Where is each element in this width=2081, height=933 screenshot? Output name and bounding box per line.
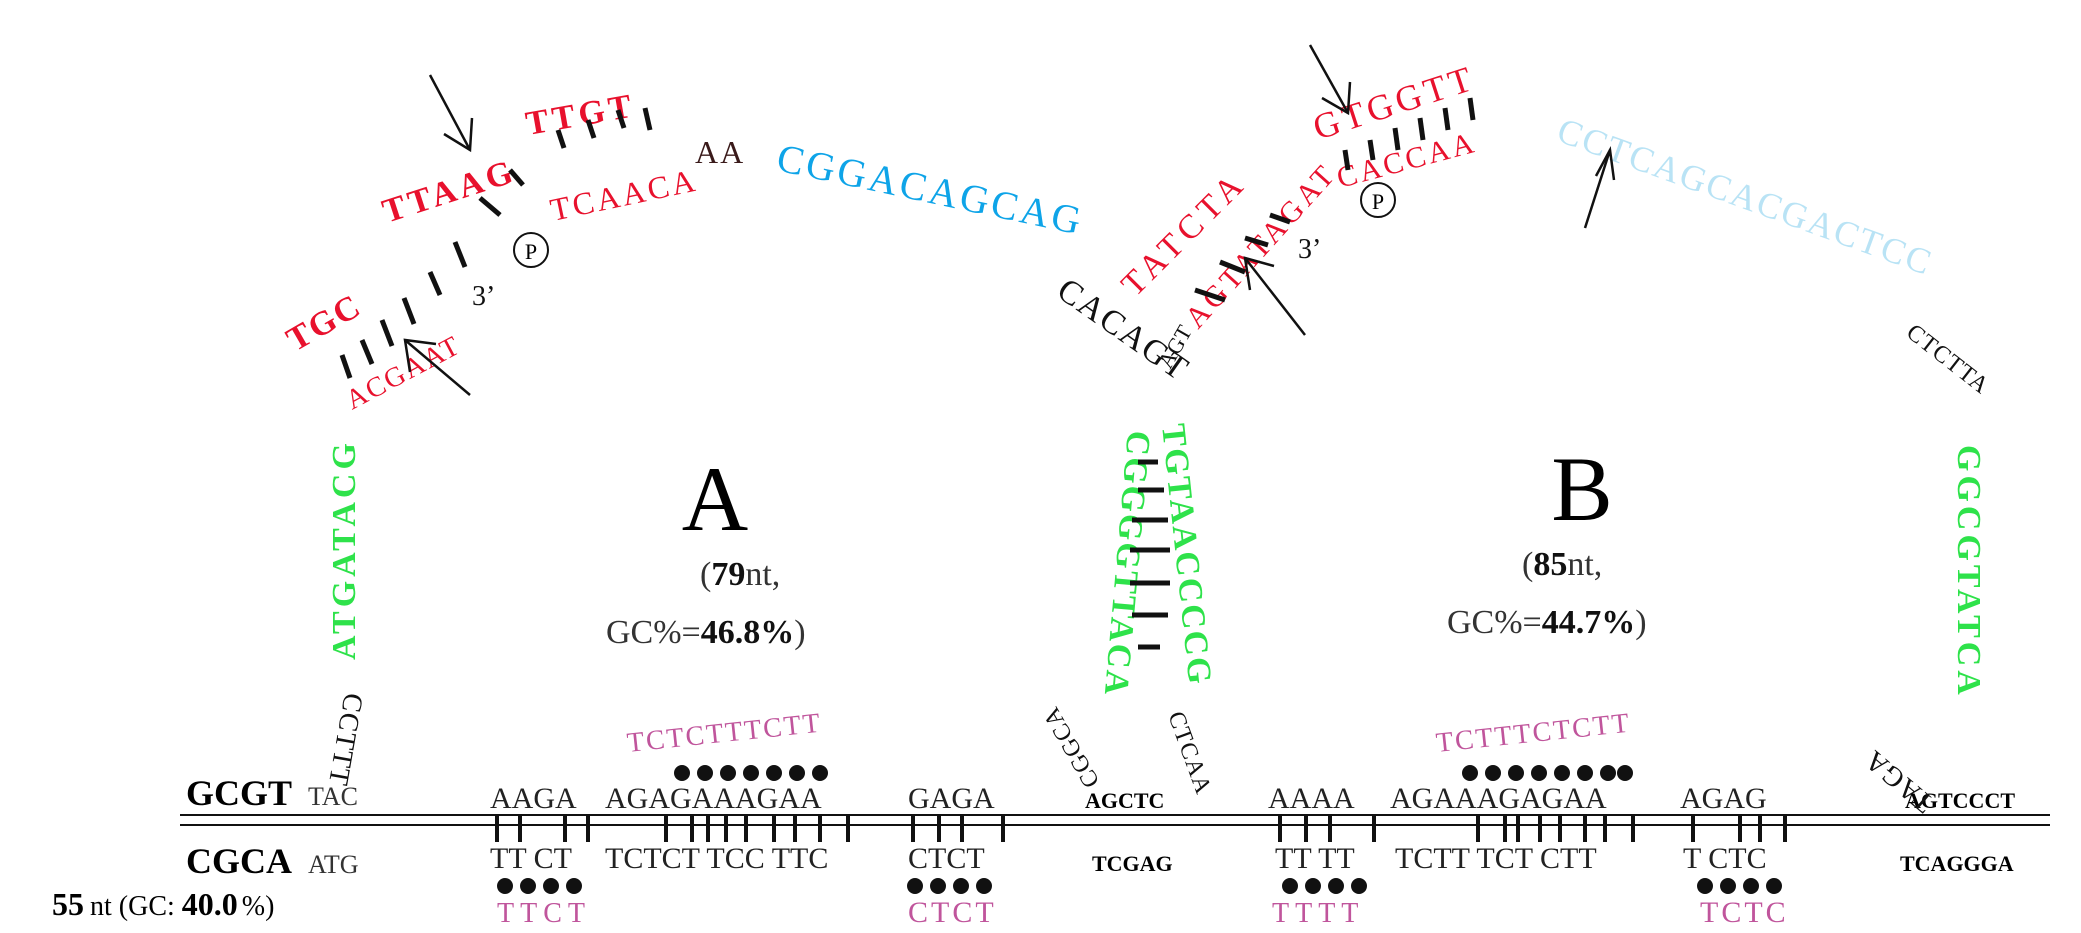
hoogsteen-dots bbox=[497, 765, 1782, 894]
loop-a: A (79nt, GC%=46.8%) ATGATACG CCTTT TGC T… bbox=[281, 74, 1196, 789]
stem-black-right: CTCAA bbox=[1162, 708, 1216, 798]
a-red-outer-seq-1: TGC bbox=[281, 287, 369, 359]
stem-black-left: CGGCA bbox=[1038, 702, 1105, 792]
b-phosphate-circle bbox=[1360, 182, 1396, 218]
b-triplex-left-label: TTTT bbox=[1272, 898, 1364, 929]
a-triplex-left-label: TTCT bbox=[497, 898, 591, 929]
a-black-left-seq: CCTTT bbox=[322, 691, 369, 789]
b-bottom-seq-3: T CTC bbox=[1683, 842, 1767, 875]
b-top-seq-2: AGAAAGAGAA bbox=[1390, 782, 1607, 815]
a-red-outer-seq-2: TTAAG bbox=[378, 153, 521, 231]
top-left-small-seq: TAC bbox=[308, 782, 358, 811]
a-green-left-seq: ATGATACG bbox=[326, 439, 363, 660]
b-hairpin-pairs bbox=[1194, 97, 1476, 303]
b-triplex-top-label: TCTTTCTCTT bbox=[1434, 708, 1632, 759]
b-black-bottom-seq: TAGA bbox=[1859, 744, 1940, 819]
middle-bottom-seq: TCGAG bbox=[1092, 851, 1173, 876]
a-bottom-seq-2: TCTCT TCC TTC bbox=[605, 842, 828, 875]
b-green-right-seq: GGCGTATCA bbox=[1950, 445, 1987, 699]
stem-green-left: CGGGGTTACA bbox=[1097, 429, 1157, 698]
loop-b-stats-line2: GC%=44.7%) bbox=[1447, 604, 1647, 641]
a-brown-aa: AA bbox=[695, 134, 745, 170]
loop-a-letter: A bbox=[682, 448, 748, 550]
loop-b-stats-line1: (85nt, bbox=[1522, 546, 1602, 583]
a-red-inner-seq-1: ACGAAT bbox=[341, 330, 466, 416]
bottom-left-bold-seq: CGCA bbox=[186, 841, 292, 881]
a-top-seq-3: GAGA bbox=[908, 782, 995, 815]
a-bottom-seq-1: TT CT bbox=[490, 842, 572, 875]
a-blue-top-seq: CGGACAGCAG bbox=[773, 135, 1088, 244]
right-bottom-seq: TCAGGGA bbox=[1900, 851, 2014, 876]
b-triplex-right-label: TCTC bbox=[1700, 896, 1789, 929]
b-top-seq-1: AAAA bbox=[1268, 782, 1355, 815]
a-phosphate-circle bbox=[513, 232, 549, 268]
b-light-blue-top-seq: CCTCAGCACGACTCC bbox=[1552, 110, 1938, 283]
b-arrows bbox=[1243, 44, 1616, 336]
loop-b-letter: B bbox=[1551, 438, 1612, 540]
loop-a-stats-line1: (79nt, bbox=[700, 556, 780, 593]
middle-top-seq: AGCTC bbox=[1085, 788, 1164, 813]
b-top-seq-3: AGAG bbox=[1680, 782, 1767, 815]
stem-green-right: TGTAACCCCG bbox=[1154, 422, 1218, 687]
loop-a-stats-line2: GC%=46.8%) bbox=[606, 614, 806, 651]
b-phosphate-label: P bbox=[1372, 189, 1384, 214]
a-top-seq-1: AAGA bbox=[490, 782, 577, 815]
a-red-inner-seq-2: TCAACA bbox=[547, 162, 701, 228]
a-hairpin-pairs bbox=[339, 107, 653, 379]
a-phosphate-label: P bbox=[525, 239, 537, 264]
a-three-prime: 3’ bbox=[472, 281, 495, 312]
a-triplex-top-label: TCTCTTTCTT bbox=[625, 708, 823, 759]
top-left-bold-seq: GCGT bbox=[186, 773, 292, 813]
stem-pairs bbox=[1130, 459, 1170, 650]
b-three-prime: 3’ bbox=[1298, 234, 1321, 265]
duplex-pair-ticks bbox=[495, 815, 1787, 842]
bottom-left-small-seq: ATG bbox=[308, 850, 359, 879]
center-stem: CGGGGTTACA TGTAACCCCG CGGCA CTCAA bbox=[1038, 422, 1218, 798]
b-black-right-seq: CTCTTA bbox=[1901, 319, 1994, 399]
b-bottom-seq-2: TCTT TCT CTT bbox=[1395, 842, 1597, 875]
a-arrows bbox=[403, 74, 474, 396]
a-triplex-right-label: CTCT bbox=[908, 896, 997, 929]
right-top-seq: AGTCCCT bbox=[1905, 788, 2015, 813]
a-top-seq-2: AGAGAAAGAA bbox=[605, 782, 822, 815]
loop-b: B (85nt, GC%=44.7%) TATCTA GTGGTT AGT AG… bbox=[1114, 44, 1994, 819]
b-bottom-seq-1: TT TT bbox=[1275, 842, 1355, 875]
a-bottom-seq-3: CTCT bbox=[908, 842, 985, 875]
